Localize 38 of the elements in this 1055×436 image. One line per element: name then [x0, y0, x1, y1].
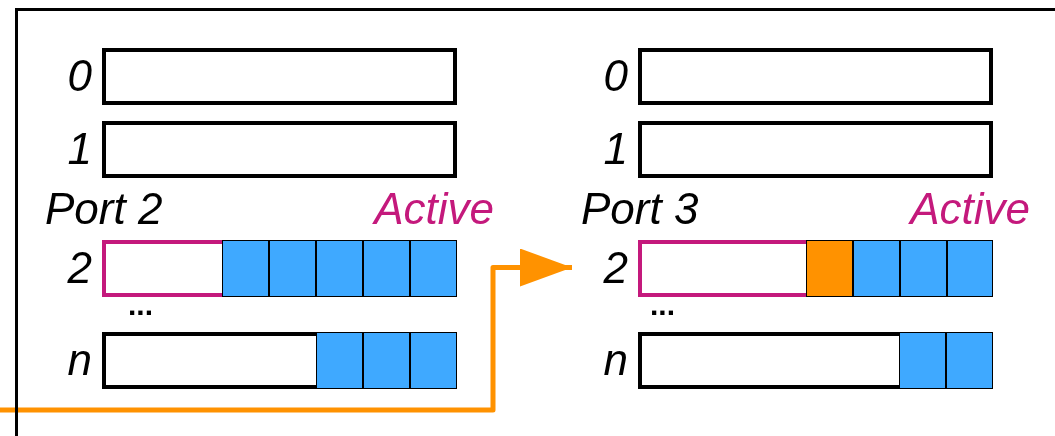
- ellipsis: ...: [650, 290, 675, 320]
- packet-cell: [410, 240, 457, 297]
- queue-number: 2: [67, 244, 92, 292]
- status-label: Active: [374, 185, 494, 233]
- queue-bar: [638, 48, 993, 105]
- queue-bar: [102, 121, 457, 178]
- queue-number: 0: [67, 52, 92, 100]
- packet-cell: [946, 332, 993, 389]
- queue-number: 2: [603, 244, 628, 292]
- new-packet-cell: [806, 240, 853, 297]
- ellipsis: ...: [128, 290, 153, 320]
- queue-number: 1: [603, 125, 628, 173]
- active-queue-bar: [638, 240, 993, 297]
- packet-cell: [222, 240, 269, 297]
- queue-bar: [638, 121, 993, 178]
- port-label: Port 2: [45, 185, 163, 233]
- queue-bar: [638, 332, 993, 389]
- packet-cell: [900, 240, 947, 297]
- packet-cell: [853, 240, 900, 297]
- arrow: [0, 248, 572, 413]
- queue-number: n: [603, 336, 628, 384]
- queue-number: n: [67, 336, 92, 384]
- packet-cell: [899, 332, 946, 389]
- packet-cell: [947, 240, 993, 297]
- queue-bar: [102, 48, 457, 105]
- packet-cell: [363, 332, 410, 389]
- packet-cell: [316, 240, 363, 297]
- active-queue-bar: [102, 240, 457, 297]
- port-label: Port 3: [581, 185, 699, 233]
- packet-cell: [269, 240, 316, 297]
- packet-cell: [410, 332, 457, 389]
- queue-number: 1: [67, 125, 92, 173]
- queue-number: 0: [603, 52, 628, 100]
- status-label: Active: [910, 185, 1030, 233]
- frame-border: [15, 8, 1055, 436]
- queue-bar: [102, 332, 457, 389]
- packet-cell: [316, 332, 363, 389]
- packet-cell: [363, 240, 410, 297]
